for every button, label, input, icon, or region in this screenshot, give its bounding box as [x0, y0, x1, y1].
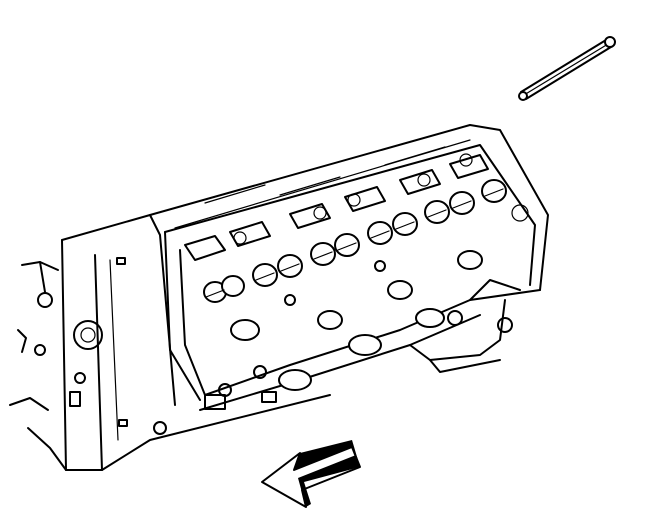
- valve-spring-icon: [203, 179, 507, 303]
- cylinder-head-icon: [149, 124, 549, 411]
- pushrod-icon: [518, 36, 616, 101]
- arrow-left-icon: [261, 440, 361, 508]
- rocker-arm-icon: [174, 139, 529, 261]
- exhaust-port-icon: [204, 250, 483, 410]
